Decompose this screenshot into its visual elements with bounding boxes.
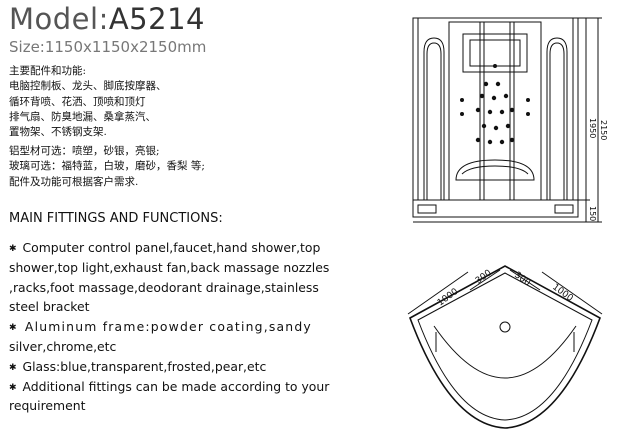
cn-line: 电脑控制板、龙头、脚底按摩器、 — [9, 80, 167, 93]
model-label: Model: — [9, 2, 109, 36]
bullet-icon: ✱ — [9, 362, 17, 373]
en-line: silver,chrome,etc — [9, 338, 117, 354]
bullet-icon: ✱ — [9, 382, 17, 393]
dim-total-label: 2150 — [599, 120, 608, 140]
en-line-text: Glass:blue,transparent,frosted,pear,etc — [22, 358, 267, 374]
cn-line: 循环背喷、花洒、顶喷和顶灯 — [9, 95, 146, 108]
en-line-text: Aluminum frame:powder coating,sandy — [24, 319, 312, 335]
size-spec: Size:1150x1150x2150mm — [9, 38, 207, 56]
en-line-text: Computer control panel,faucet,hand showe… — [22, 240, 321, 255]
cn-line: 玻璃可选：福特蓝，白玻，磨砂，香梨 等; — [9, 160, 205, 173]
en-line: ✱ Computer control panel,faucet,hand sho… — [9, 238, 357, 258]
bullet-icon: ✱ — [9, 323, 18, 334]
en-line: ✱ Additional fittings can be made accord… — [9, 377, 357, 397]
cn-line: 置物架、不锈钢支架. — [9, 126, 107, 139]
front-view-drawing: 1950 150 2150 — [412, 17, 608, 223]
cn-line: 铝型材可选：喷塑，砂银，亮银; — [9, 145, 160, 157]
en-line-text: Additional fittings can be made accordin… — [22, 378, 330, 394]
dim-side-left-label: 1000 — [436, 287, 461, 309]
dim-lower-label: 150 — [588, 206, 597, 221]
en-line: requirement — [9, 398, 86, 414]
chinese-options: 铝型材可选：喷塑，砂银，亮银; 玻璃可选：福特蓝，白玻，磨砂，香梨 等; 配件及… — [9, 144, 205, 190]
cn-line: 排气扇、防臭地漏、桑拿蒸汽、 — [9, 110, 156, 123]
chinese-functions: 主要配件和功能: 电脑控制板、龙头、脚底按摩器、 循环背喷、花洒、顶喷和顶灯 排… — [9, 64, 167, 140]
dim-door-left-label: 300 — [474, 268, 494, 286]
en-line: ✱ Glass:blue,transparent,frosted,pear,et… — [9, 357, 357, 377]
model-number: A5214 — [108, 2, 205, 36]
bullet-icon: ✱ — [9, 244, 17, 254]
model-title: Model:A5214 — [9, 2, 205, 36]
en-line: shower,top light,exhaust fan,back massag… — [9, 259, 330, 275]
cn-line: 主要配件和功能: — [9, 65, 87, 77]
top-view-drawing: 1000 300 300 1000 — [407, 265, 603, 429]
cn-line: 配件及功能可根据客户需求. — [9, 175, 139, 188]
dim-upper-label: 1950 — [588, 118, 597, 138]
en-line: ✱ Aluminum frame:powder coating,sandy — [9, 317, 357, 337]
en-line: steel bracket — [9, 299, 90, 315]
english-heading: MAIN FITTINGS AND FUNCTIONS: — [9, 211, 223, 226]
en-line: ,racks,foot massage,deodorant drainage,s… — [9, 279, 319, 295]
english-functions: ✱ Computer control panel,faucet,hand sho… — [9, 238, 357, 416]
